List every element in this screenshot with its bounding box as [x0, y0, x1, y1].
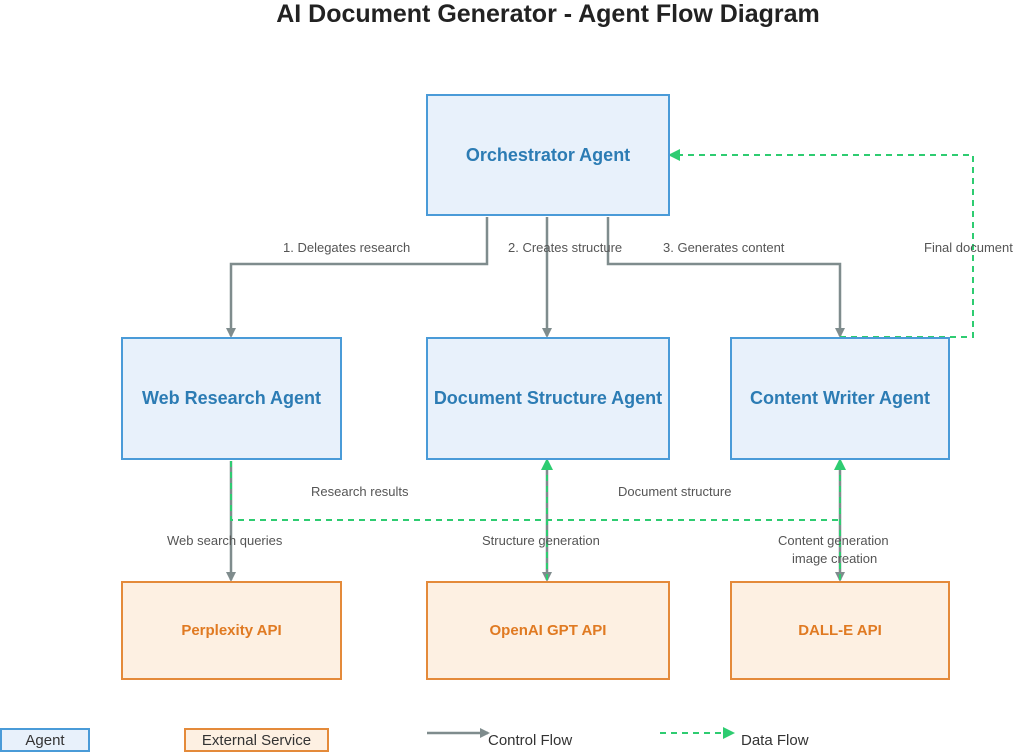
edge-label-delegates-research: 1. Delegates research [283, 240, 411, 255]
web-research-agent-node: Web Research Agent [121, 337, 342, 460]
page-title: AI Document Generator - Agent Flow Diagr… [276, 0, 820, 28]
orchestrator-agent-node: Orchestrator Agent [426, 94, 670, 216]
document-structure-agent-node: Document Structure Agent [426, 337, 670, 460]
edge-label-image-creation: image creation [792, 551, 878, 566]
perplexity-api-node: Perplexity API [121, 581, 342, 680]
content-writer-agent-node: Content Writer Agent [730, 337, 950, 460]
data-flow-research-results [230, 461, 840, 521]
edge-label-content-generation: Content generation [778, 533, 889, 548]
edge-label-final-document: Final document [924, 240, 1013, 255]
edge-label-generates-content: 3. Generates content [663, 240, 785, 255]
legend-control-flow-label: Control Flow [488, 732, 573, 749]
dalle-api-node: DALL-E API [730, 581, 950, 680]
control-flow-orchestrator-to-content-writer [606, 217, 845, 338]
legend-agent-swatch: Agent [0, 728, 90, 752]
openai-gpt-api-node: OpenAI GPT API [426, 581, 670, 680]
legend-external-service-swatch: External Service [184, 728, 329, 752]
edge-label-structure-generation: Structure generation [482, 533, 600, 548]
legend-data-flow-label: Data Flow [741, 732, 809, 749]
edge-label-research-results: Research results [311, 484, 409, 499]
edge-label-web-search-queries: Web search queries [167, 533, 283, 548]
control-flow-orchestrator-to-web-research [226, 217, 489, 338]
edge-label-creates-structure: 2. Creates structure [508, 240, 623, 255]
edge-label-document-structure: Document structure [618, 484, 732, 499]
